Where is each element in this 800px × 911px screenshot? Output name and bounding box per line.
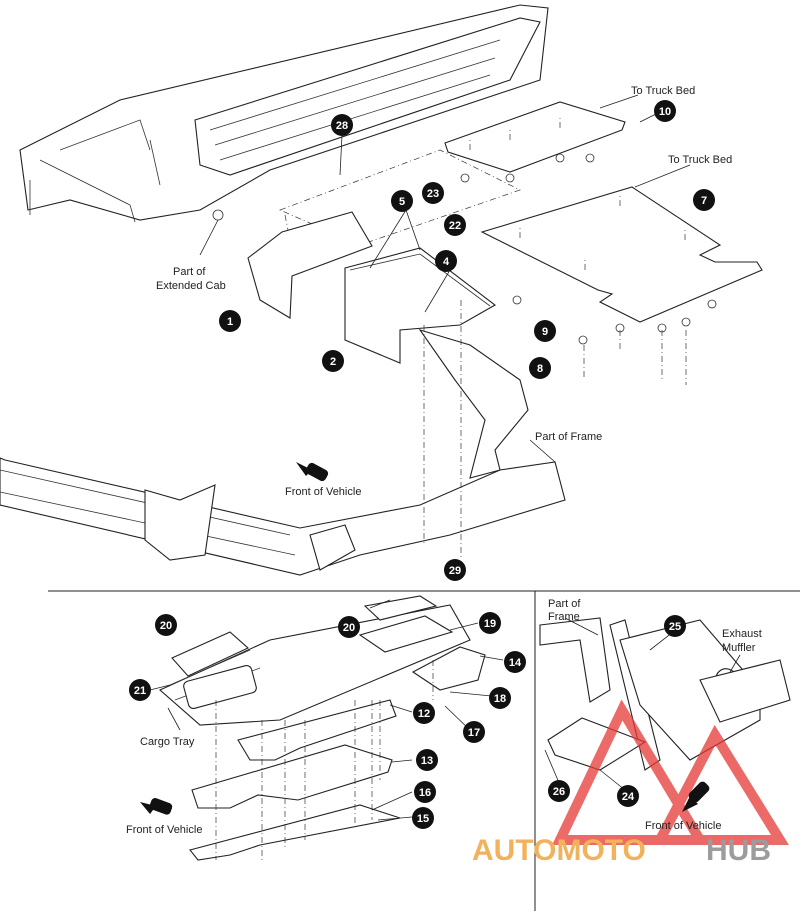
part-2-shield [344, 247, 496, 364]
extended-cab-rear-panel [19, 4, 549, 223]
label-part-of-frame-right-2: Frame [548, 611, 580, 623]
label-front-of-vehicle-right: Front of Vehicle [645, 820, 721, 832]
part-15-plate [189, 804, 401, 861]
callout-5: 5 [391, 190, 413, 212]
callout-21: 21 [129, 679, 151, 701]
part-14-plate [411, 646, 486, 691]
callout-28: 28 [331, 114, 353, 136]
callout-1: 1 [219, 310, 241, 332]
callout-9: 9 [534, 320, 556, 342]
callout-25: 25 [664, 615, 686, 637]
svg-text:28: 28 [336, 120, 348, 132]
front-of-vehicle-arrow-left-icon [140, 798, 173, 815]
svg-text:21: 21 [134, 685, 146, 697]
svg-text:17: 17 [468, 727, 480, 739]
label-part-of-frame-right-1: Part of [548, 598, 581, 610]
label-exhaust-muffler-1: Exhaust [722, 628, 762, 640]
callout-14: 14 [504, 651, 526, 673]
watermark-text-automoto: AUTOMOTO [472, 834, 646, 867]
callout-16: 16 [414, 781, 436, 803]
svg-text:18: 18 [494, 693, 506, 705]
exhaust-muffler [619, 619, 791, 761]
front-of-vehicle-arrow-right-icon [682, 781, 710, 812]
callout-19: 19 [479, 612, 501, 634]
svg-text:22: 22 [449, 220, 461, 232]
svg-text:9: 9 [542, 326, 548, 338]
callout-4: 4 [435, 250, 457, 272]
label-front-of-vehicle-left: Front of Vehicle [126, 824, 202, 836]
callout-15: 15 [412, 807, 434, 829]
svg-text:19: 19 [484, 618, 496, 630]
svg-text:23: 23 [427, 188, 439, 200]
callout-26: 26 [548, 780, 570, 802]
svg-text:2: 2 [330, 356, 336, 368]
part-1-shield [247, 211, 373, 319]
svg-text:24: 24 [622, 791, 635, 803]
callout-17: 17 [463, 721, 485, 743]
svg-text:7: 7 [701, 195, 707, 207]
svg-text:1: 1 [227, 316, 233, 328]
part-20-cover-a [171, 631, 249, 677]
svg-text:29: 29 [449, 565, 461, 577]
svg-text:16: 16 [419, 787, 431, 799]
svg-text:20: 20 [160, 620, 172, 632]
watermark-text-hub: HUB [706, 834, 771, 867]
callout-13: 13 [416, 749, 438, 771]
front-of-vehicle-arrow-icon [296, 462, 329, 482]
label-front-of-vehicle-top: Front of Vehicle [285, 486, 361, 498]
label-to-truck-bed-1: To Truck Bed [631, 85, 695, 97]
part-10-bed-panel [444, 101, 626, 183]
svg-text:8: 8 [537, 363, 543, 375]
svg-text:4: 4 [443, 256, 450, 268]
svg-text:12: 12 [418, 708, 430, 720]
part-7-bed-panel [480, 186, 763, 345]
callout-29: 29 [444, 559, 466, 581]
svg-text:5: 5 [399, 196, 405, 208]
label-part-of-extended-cab-1: Part of [173, 266, 206, 278]
callout-18: 18 [489, 687, 511, 709]
part-24-heat-shield [547, 717, 647, 771]
callout-23: 23 [422, 182, 444, 204]
leader-lines-bottom-right [544, 617, 741, 791]
part-19-cover [358, 615, 454, 653]
callout-20-a: 20 [155, 614, 177, 636]
watermark-triangle-icon [552, 699, 789, 845]
callout-22: 22 [444, 214, 466, 236]
callout-10: 10 [654, 100, 676, 122]
svg-text:25: 25 [669, 621, 681, 633]
label-part-of-extended-cab-2: Extended Cab [156, 280, 226, 292]
callout-7: 7 [693, 189, 715, 211]
svg-text:20: 20 [343, 622, 355, 634]
frame-top [0, 329, 566, 576]
label-exhaust-muffler-2: Muffler [722, 642, 756, 654]
part-20-cover-b [363, 595, 438, 621]
label-cargo-tray: Cargo Tray [140, 736, 195, 748]
callout-20-b: 20 [338, 616, 360, 638]
label-to-truck-bed-2: To Truck Bed [668, 154, 732, 166]
callout-2: 2 [322, 350, 344, 372]
callout-12: 12 [413, 702, 435, 724]
part-13-plate [191, 744, 393, 809]
callout-24: 24 [617, 785, 639, 807]
alignment-lines [423, 300, 687, 560]
svg-text:15: 15 [417, 813, 429, 825]
svg-text:13: 13 [421, 755, 433, 767]
svg-text:26: 26 [553, 786, 565, 798]
label-part-of-frame-top: Part of Frame [535, 431, 602, 443]
svg-text:14: 14 [509, 657, 522, 669]
alignment-lines-bottom [215, 660, 434, 860]
part-12-plate [237, 699, 397, 761]
callout-8: 8 [529, 357, 551, 379]
svg-text:10: 10 [659, 106, 671, 118]
